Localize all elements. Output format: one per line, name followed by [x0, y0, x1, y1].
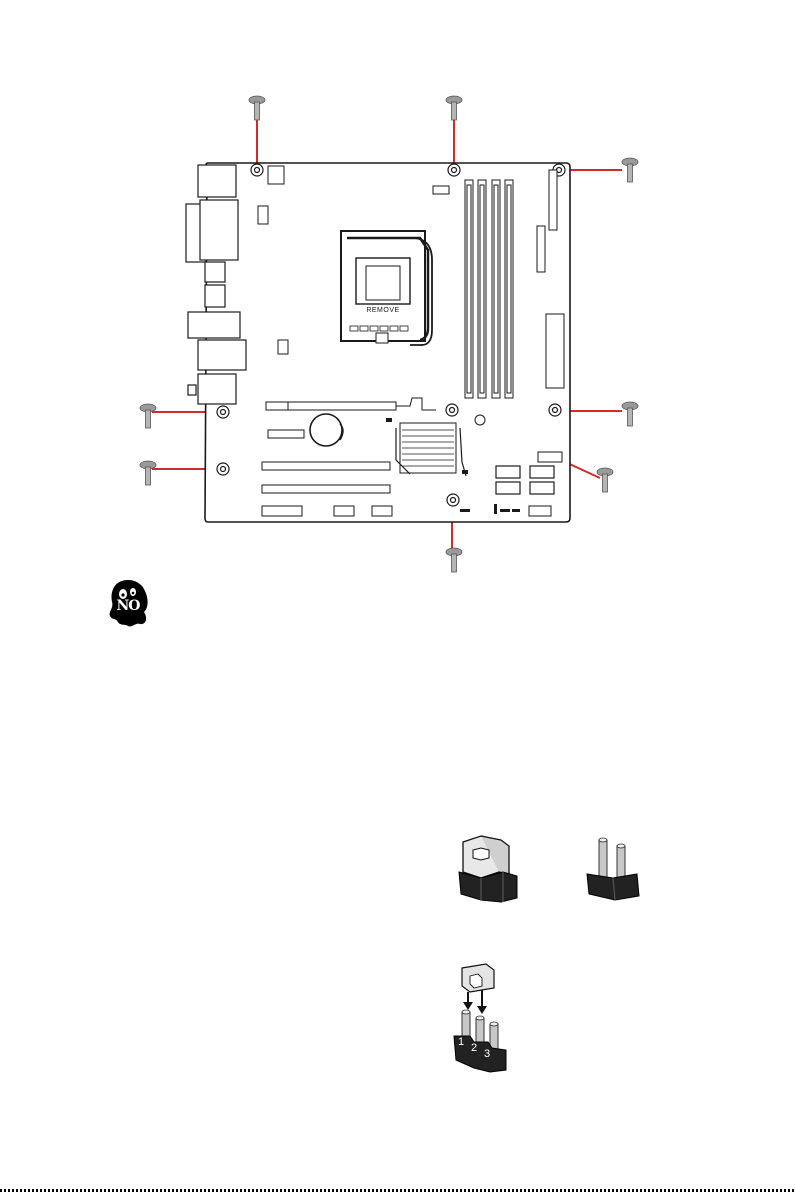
screw-icon	[140, 461, 156, 485]
cmos-battery	[310, 414, 343, 446]
screw-icon	[622, 158, 638, 182]
no-label: NO	[114, 598, 142, 614]
jumper-closed-illustration	[455, 832, 525, 904]
cpu-socket-label: REMOVE	[353, 307, 413, 314]
no-ghost-icon: NO	[106, 578, 150, 628]
screw-icon	[446, 548, 462, 572]
screw-icon	[249, 96, 265, 120]
screw-icon	[140, 404, 156, 428]
screw-icon	[446, 96, 462, 120]
pin-3-label: 3	[484, 1048, 490, 1060]
screw-icon	[597, 468, 613, 492]
jumper-3pin-illustration: 1 2 3	[446, 962, 516, 1080]
motherboard-diagram	[0, 0, 795, 600]
jumper-open-illustration	[585, 832, 641, 904]
pin-2-label: 2	[471, 1042, 477, 1054]
screw-icon	[622, 402, 638, 426]
pin-1-label: 1	[458, 1036, 464, 1048]
cpu-socket	[341, 231, 432, 345]
